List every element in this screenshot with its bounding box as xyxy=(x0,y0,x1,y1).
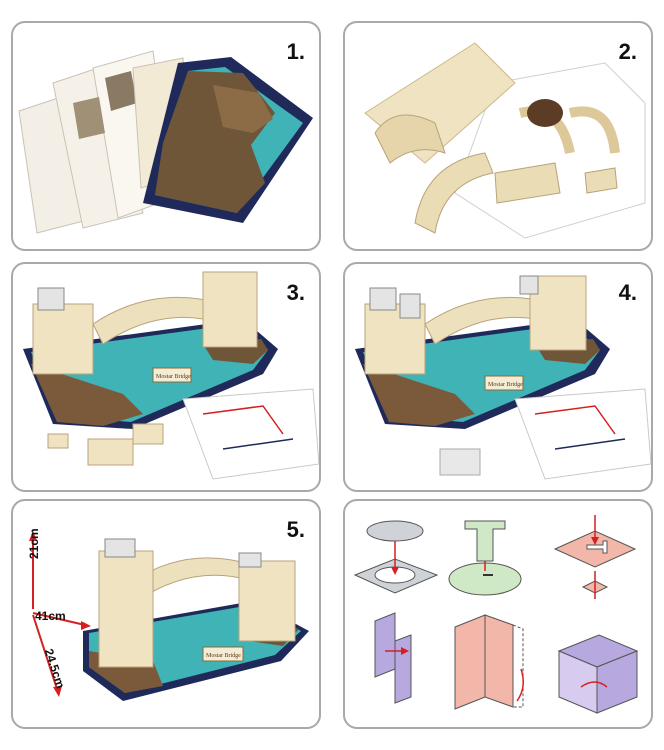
box-joint-icon xyxy=(557,634,639,714)
plaque-label: Mostar Bridge xyxy=(488,382,523,388)
step-5-panel: Mostar Bridge 21cm 41cm 24.5cm 5. xyxy=(11,499,321,729)
partial-bridge-icon: Mostar Bridge xyxy=(23,271,319,480)
step-number: 2. xyxy=(618,39,637,64)
step-2-panel: 2. xyxy=(343,21,653,251)
step-1-panel: 1. xyxy=(11,21,321,251)
step-3-panel: Mostar Bridge 3. xyxy=(11,262,321,492)
puzzle-sheets-icon xyxy=(18,50,313,234)
height-dimension: 21cm xyxy=(27,528,41,559)
finished-bridge-icon: Mostar Bridge xyxy=(29,531,309,701)
pressed-out-pieces-icon xyxy=(364,42,646,239)
tab-into-slot-icon xyxy=(448,520,522,596)
disc-into-frame-icon xyxy=(353,520,439,594)
plaque-label: Mostar Bridge xyxy=(206,653,241,659)
fold-panel-icon xyxy=(454,614,524,710)
step-number: 1. xyxy=(286,39,305,64)
cross-into-slot-icon xyxy=(553,515,637,599)
bridge-with-towers-icon: Mostar Bridge xyxy=(355,275,651,480)
step-number: 3. xyxy=(286,280,305,305)
assembly-diagrams-panel xyxy=(343,499,653,729)
step-number: 4. xyxy=(618,280,637,305)
step-number: 5. xyxy=(286,517,305,542)
width-dimension: 41cm xyxy=(35,609,66,623)
step-4-panel: Mostar Bridge 4. xyxy=(343,262,653,492)
hooked-tab-icon xyxy=(374,612,412,704)
plaque-label: Mostar Bridge xyxy=(156,374,191,380)
